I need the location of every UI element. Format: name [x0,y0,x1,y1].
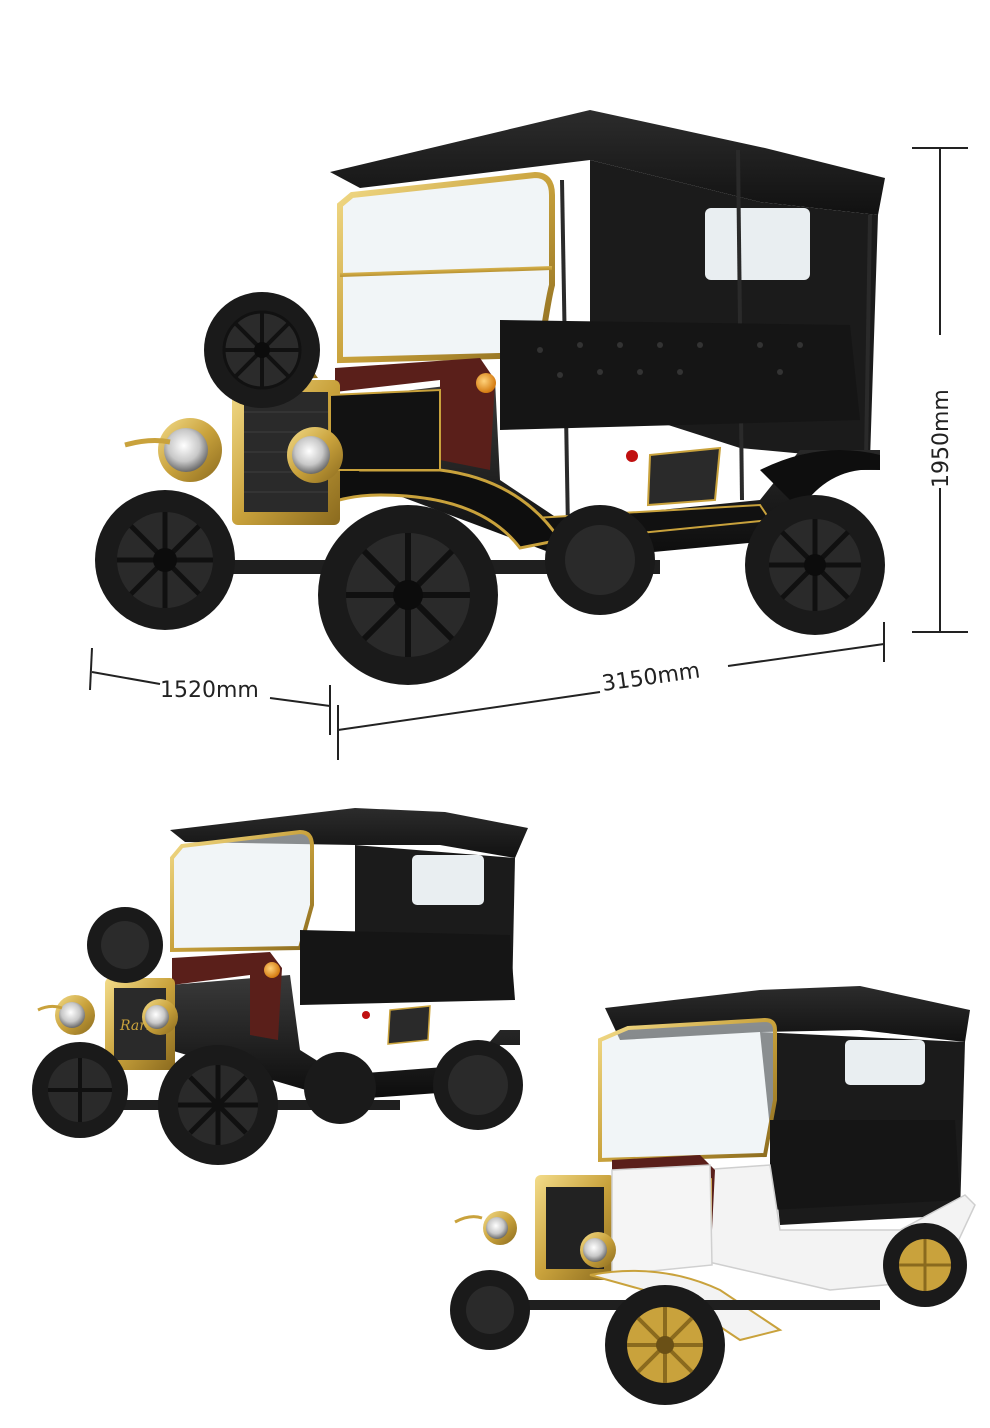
width-label: 1520mm [160,678,259,703]
dimension-height [912,147,968,633]
car2-front-left-wheel [32,1042,128,1138]
spare-wheel [204,292,320,408]
radiator-script: Rari [119,1018,150,1034]
car-small-white [450,986,976,1405]
car-small-black: Rari [32,808,528,1165]
car2-rear-wheel-far [304,1052,376,1124]
rear-wheel-near [745,495,885,635]
car3-front-left-wheel [450,1270,530,1350]
front-right-wheel [318,505,498,685]
car-large-black [95,110,885,685]
car3-front-right-wheel [605,1285,725,1405]
car2-rear-wheel-near [433,1040,523,1130]
car3-rear-wheel [883,1223,967,1307]
dimension-width [89,647,331,735]
length-label: 3150mm [600,658,701,697]
height-label: 1950mm [929,389,954,488]
rear-wheel-far [545,505,655,615]
front-left-wheel [95,490,235,630]
car2-front-right-wheel [158,1045,278,1165]
dimension-length [337,622,885,760]
spare-wheel-small [87,907,163,983]
